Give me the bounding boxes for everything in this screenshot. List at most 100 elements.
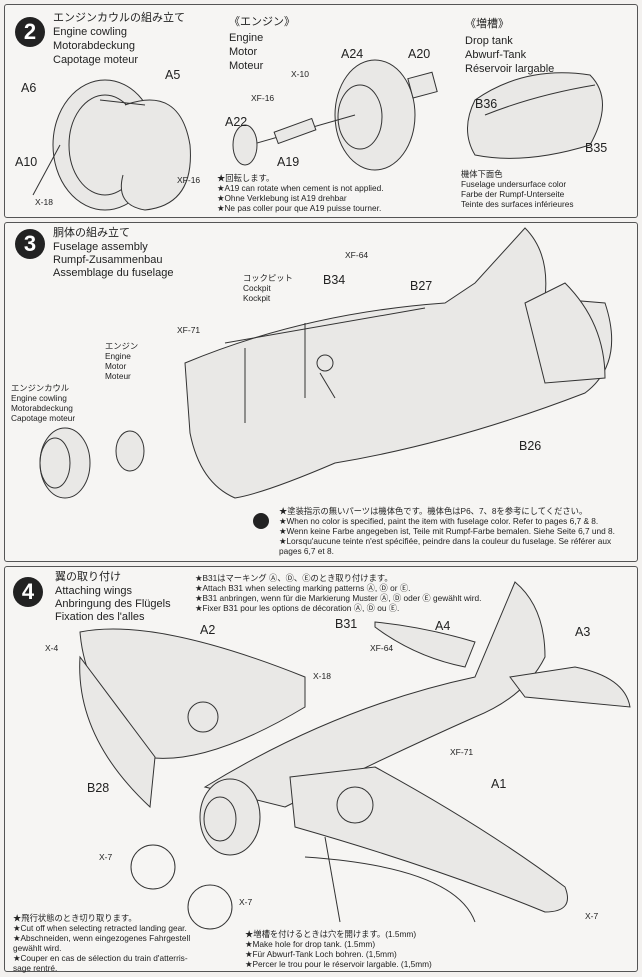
step-title-fr: Fixation des l'alles xyxy=(55,611,145,623)
paint-label: XF-64 xyxy=(370,643,394,653)
engine-label: Engine xyxy=(105,351,131,361)
paint-label: XF-71 xyxy=(177,325,201,335)
b31-note: ★B31はマーキング Ⓐ、Ⓓ、Ⓔのとき取り付けます。 xyxy=(195,573,393,583)
step-title-de: Anbringung des Flügels xyxy=(55,598,171,610)
paint-label: X-10 xyxy=(291,69,309,79)
gear-note: ★Abschneiden, wenn eingezogenes Fahrgest… xyxy=(13,933,191,943)
part-label: A19 xyxy=(277,155,300,169)
paint-label: X-4 xyxy=(45,643,59,653)
engine-label: エンジン xyxy=(105,341,139,351)
hole-note: ★Percer le trou pour le réservoir largab… xyxy=(245,959,432,969)
color-note: 機体下面色 xyxy=(461,169,503,179)
paint-label: X-18 xyxy=(35,197,53,207)
note: ★When no color is specified, paint the i… xyxy=(279,516,599,526)
note: ★回転します。 xyxy=(217,173,275,183)
cockpit-label: Kockpit xyxy=(243,293,271,303)
b31-note: ★Fixer B31 pour les options de décoratio… xyxy=(195,603,400,613)
part-label: A6 xyxy=(21,81,37,95)
engine-title-ja: 《エンジン》 xyxy=(229,16,295,28)
tank-title-de: Abwurf-Tank xyxy=(465,49,527,61)
color-note: Teinte des surfaces inférieures xyxy=(461,199,574,209)
step-title-ja: 胴体の組み立て xyxy=(53,227,130,239)
step-title-ja: エンジンカウルの組み立て xyxy=(53,12,185,24)
part-label: B26 xyxy=(519,439,542,453)
b31-note: ★B31 anbringen, wenn für die Markierung … xyxy=(195,593,482,603)
cowling-label: Capotage moteur xyxy=(11,413,76,423)
part-label: B28 xyxy=(87,781,110,795)
paint-label: X-7 xyxy=(99,852,113,862)
step-title-de: Motorabdeckung xyxy=(53,40,135,52)
paint-label: XF-71 xyxy=(450,747,474,757)
part-label: A1 xyxy=(491,777,507,791)
gear-note: sage rentré. xyxy=(13,963,58,973)
paint-jar-icon xyxy=(253,513,269,529)
tank-title-en: Drop tank xyxy=(465,35,513,47)
note: ★Ne pas coller pour que A19 puisse tourn… xyxy=(217,203,382,213)
cowling-label: Engine cowling xyxy=(11,393,67,403)
gear-note: ★Cut off when selecting retracted landin… xyxy=(13,923,187,933)
step-number: 2 xyxy=(15,17,45,47)
step-title-fr: Assemblage du fuselage xyxy=(53,267,174,279)
step-3-panel: 3 胴体の組み立て Fuselage assembly Rumpf-Zusamm… xyxy=(4,222,638,562)
cockpit-label: コックピット xyxy=(243,273,293,283)
engine-title-en: Engine xyxy=(229,32,264,44)
note: pages 6,7 et 8. xyxy=(279,546,334,556)
engine-label: Moteur xyxy=(105,371,131,381)
color-note: Fuselage undersurface color xyxy=(461,179,567,189)
step-number: 4 xyxy=(13,577,43,607)
part-label: B35 xyxy=(585,141,608,155)
part-label: A22 xyxy=(225,115,248,129)
paint-label: X-7 xyxy=(239,897,253,907)
tank-title-fr: Réservoir largable xyxy=(465,63,555,75)
step-4-panel: 4 翼の取り付け Attaching wings Anbringung des … xyxy=(4,566,638,973)
hole-note: ★Für Abwurf-Tank Loch bohren. (1,5mm) xyxy=(245,949,397,959)
gear-note: gewählt wird. xyxy=(13,943,62,953)
paint-label: X-18 xyxy=(313,671,331,681)
b31-note: ★Attach B31 when selecting marking patte… xyxy=(195,583,411,593)
part-label: A3 xyxy=(575,625,591,639)
part-label: B36 xyxy=(475,97,498,111)
gear-note: ★飛行状態のとき切り取ります。 xyxy=(13,913,137,923)
paint-label: X-7 xyxy=(585,911,599,921)
hole-note: ★増槽を付けるときは穴を開けます。(1.5mm) xyxy=(245,929,417,939)
step-title-en: Engine cowling xyxy=(53,26,127,38)
step-3-drawing xyxy=(39,227,613,499)
cowling-label: Motorabdeckung xyxy=(11,403,73,413)
step-2-panel: 2 エンジンカウルの組み立て Engine cowling Motorabdec… xyxy=(4,4,638,218)
cockpit-label: Cockpit xyxy=(243,283,271,293)
tank-title-ja: 《増槽》 xyxy=(465,18,509,30)
step-title-fr: Capotage moteur xyxy=(53,54,138,66)
step-title-ja: 翼の取り付け xyxy=(55,571,121,583)
part-label: A2 xyxy=(200,623,216,637)
part-label: B27 xyxy=(410,279,433,293)
step-2-drawing xyxy=(32,59,603,211)
paint-label: XF-16 xyxy=(251,93,275,103)
part-label: A10 xyxy=(15,155,38,169)
part-label: A5 xyxy=(165,68,181,82)
cowling-label: エンジンカウル xyxy=(11,383,70,393)
part-label: A20 xyxy=(408,47,431,61)
step-title-de: Rumpf-Zusammenbau xyxy=(53,254,163,266)
note: ★塗装指示の無いパーツは機体色です。機体色はP6、7、8を参考にしてください。 xyxy=(279,506,588,516)
part-label: B34 xyxy=(323,273,346,287)
engine-label: Motor xyxy=(105,361,127,371)
part-label: A24 xyxy=(341,47,364,61)
color-note: Farbe der Rumpf-Unterseite xyxy=(461,189,565,199)
paint-label: XF-16 xyxy=(177,175,201,185)
note: ★Wenn keine Farbe angegeben ist, Teile m… xyxy=(279,526,615,536)
hole-note: ★Make hole for drop tank. (1.5mm) xyxy=(245,939,376,949)
step-title-en: Fuselage assembly xyxy=(53,241,148,253)
part-label: B31 xyxy=(335,617,358,631)
note: ★A19 can rotate when cement is not appli… xyxy=(217,183,384,193)
step-4-drawing xyxy=(79,581,631,930)
gear-note: ★Couper en cas de sélection du train d'a… xyxy=(13,953,188,963)
part-label: A4 xyxy=(435,619,451,633)
step-number: 3 xyxy=(15,229,45,259)
engine-title-fr: Moteur xyxy=(229,60,264,72)
note: ★Lorsqu'aucune teinte n'est spécifiée, p… xyxy=(279,536,612,546)
paint-label: XF-64 xyxy=(345,250,369,260)
engine-title-de: Motor xyxy=(229,46,258,58)
step-title-en: Attaching wings xyxy=(55,585,133,597)
note: ★Ohne Verklebung ist A19 drehbar xyxy=(217,193,347,203)
